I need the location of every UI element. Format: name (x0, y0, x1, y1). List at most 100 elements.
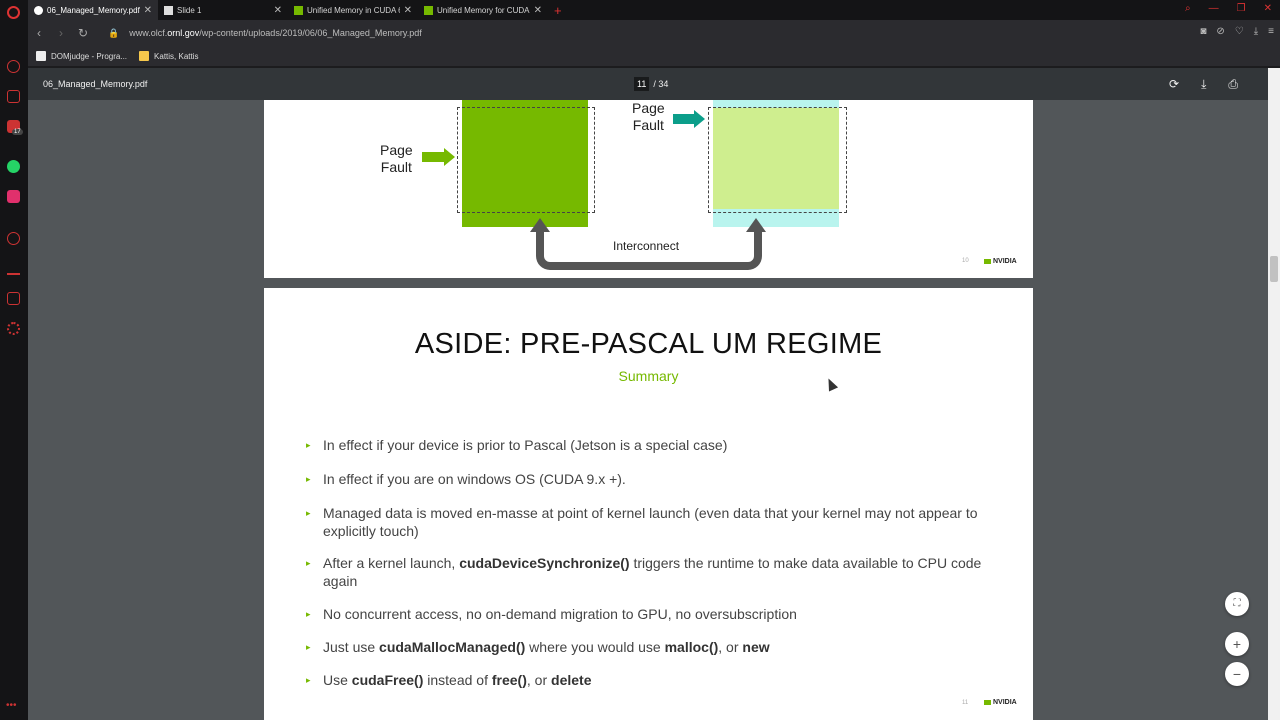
bookmarks-bar: DOMjudge - Progra... Kattis, Kattis (28, 46, 1280, 66)
tab-unified-memory-cuda6[interactable]: Unified Memory in CUDA 6 ✕ (288, 0, 418, 20)
interconnect-label: Interconnect (613, 239, 680, 253)
list-item: Use cudaFree() instead of free(), or del… (306, 671, 996, 689)
page-fault-label-left: Page Fault (380, 142, 413, 175)
pdf-toolbar: 06_Managed_Memory.pdf 11 / 34 ⟳ ⤓ ⎙ (28, 68, 1280, 100)
cpu-memory-block (713, 108, 839, 209)
array-dashed-left (457, 107, 595, 213)
close-icon[interactable]: ✕ (533, 4, 542, 16)
document-icon (164, 5, 173, 15)
tab-slide-1[interactable]: Slide 1 ✕ (158, 0, 288, 20)
extensions-icon[interactable] (7, 292, 20, 305)
tab-label: Unified Memory in CUDA 6 (307, 5, 400, 15)
bookmark-label: DOMjudge - Progra... (51, 51, 128, 61)
settings-icon[interactable] (7, 322, 20, 335)
domjudge-icon (36, 51, 46, 61)
list-item: Just use cudaMallocManaged() where you w… (306, 638, 996, 656)
arrow-up-icon (530, 218, 550, 232)
url-path: /wp-content/uploads/2019/06/06_Managed_M… (199, 28, 422, 38)
new-tab-icon[interactable]: + (554, 2, 562, 18)
page-fault-label-right: Page Fault (632, 100, 665, 133)
zoom-in-button[interactable]: + (1225, 632, 1249, 656)
messenger-badge: 17 (12, 129, 23, 135)
vertical-scrollbar[interactable] (1268, 68, 1280, 720)
download-icon[interactable]: ⤓ (1253, 26, 1259, 37)
heart-icon[interactable]: ♡ (1234, 26, 1244, 37)
slide-subtitle: Summary (618, 368, 679, 384)
more-icon[interactable]: ••• (6, 700, 17, 711)
nvidia-icon (424, 5, 433, 15)
tab-strip: 06_Managed_Memory.pdf ✕ Slide 1 ✕ Unifie… (28, 0, 1280, 20)
tab-label: Unified Memory for CUDA (437, 5, 530, 15)
page-total: / 34 (653, 79, 669, 89)
minimize-icon[interactable]: — (1208, 3, 1219, 14)
pdf-page-10: Page Fault Page Fault 10 NVIDIA Intercon… (264, 100, 1033, 278)
print-icon[interactable]: ⎙ (1228, 76, 1238, 91)
bookmark-kattis[interactable]: Kattis, Kattis (139, 51, 199, 61)
pdf-download-icon[interactable]: ⤓ (1201, 76, 1207, 91)
window-controls: ⌕ — ❐ ✕ (1185, 3, 1272, 14)
list-item: Managed data is moved en-masse at point … (306, 504, 996, 540)
pdf-page-11: ASIDE: PRE-PASCAL UM REGIME Summary In e… (264, 288, 1033, 720)
lock-icon: 🔒 (108, 27, 120, 38)
speed-dial-icon[interactable] (7, 60, 20, 73)
instagram-icon[interactable] (7, 190, 20, 203)
gpu-memory-block (462, 100, 588, 227)
history-icon[interactable] (7, 232, 20, 245)
nvidia-logo: NVIDIA (984, 699, 1017, 706)
restore-icon[interactable]: ❐ (1236, 3, 1246, 14)
arrow-up-icon (746, 218, 766, 232)
bookmark-domjudge[interactable]: DOMjudge - Progra... (36, 51, 127, 61)
shopping-bag-icon[interactable] (7, 90, 20, 103)
nvidia-logo: NVIDIA (984, 258, 1017, 265)
pdf-actions: ⟳ ⤓ ⎙ (1169, 77, 1238, 92)
address-actions: ◙ ⊘ ♡ ⤓ ≡ (1200, 26, 1274, 37)
slide-title: ASIDE: PRE-PASCAL UM REGIME (414, 328, 883, 360)
pdf-title: 06_Managed_Memory.pdf (43, 79, 148, 89)
url-field[interactable]: www.olcf.ornl.gov/wp-content/uploads/201… (129, 28, 422, 38)
fit-to-page-button[interactable]: ⛶ (1225, 592, 1249, 616)
opera-logo-icon[interactable] (7, 6, 20, 19)
pdf-viewer[interactable]: Page Fault Page Fault 10 NVIDIA Intercon… (28, 100, 1268, 720)
nvidia-icon (294, 5, 303, 15)
kattis-icon (139, 51, 150, 61)
page-number: 10 (962, 258, 969, 264)
close-window-icon[interactable]: ✕ (1263, 3, 1272, 14)
close-icon[interactable]: ✕ (143, 4, 152, 16)
rotate-icon[interactable]: ⟳ (1169, 76, 1180, 91)
camera-icon[interactable]: ◙ (1200, 26, 1207, 37)
downloads-icon[interactable] (7, 262, 20, 275)
reload-icon[interactable]: ↻ (77, 26, 89, 40)
page-number: 11 (962, 700, 969, 706)
list-item: In effect if you are on windows OS (CUDA… (306, 470, 996, 488)
whatsapp-icon[interactable] (7, 160, 20, 173)
address-bar-row: ‹ › ↻ 🔒 www.olcf.ornl.gov/wp-content/upl… (28, 20, 1280, 46)
back-icon[interactable]: ‹ (37, 26, 41, 40)
tab-label: 06_Managed_Memory.pdf (47, 5, 140, 15)
zoom-out-button[interactable]: − (1225, 662, 1249, 686)
page-number-input[interactable]: 11 (634, 77, 650, 91)
interconnect-arrow (536, 230, 762, 270)
forward-icon[interactable]: › (59, 26, 63, 40)
menu-icon[interactable]: ≡ (1268, 26, 1274, 37)
shield-icon[interactable]: ⊘ (1216, 26, 1225, 37)
arrow-head-icon (694, 110, 705, 128)
close-icon[interactable]: ✕ (273, 4, 282, 16)
list-item: After a kernel launch, cudaDeviceSynchro… (306, 554, 996, 590)
list-item: In effect if your device is prior to Pas… (306, 436, 996, 454)
scrollbar-thumb[interactable] (1270, 256, 1278, 282)
tab-managed-memory[interactable]: 06_Managed_Memory.pdf ✕ (28, 0, 158, 20)
url-prefix: www.olcf. (129, 28, 168, 38)
list-item: No concurrent access, no on-demand migra… (306, 605, 996, 623)
browser-sidebar: 17 ••• (0, 0, 28, 720)
arrow-right-icon (673, 114, 695, 124)
arrow-right-icon (422, 152, 444, 162)
search-icon[interactable]: ⌕ (1185, 3, 1191, 14)
wordpress-icon (34, 5, 43, 15)
url-domain: ornl.gov (167, 28, 200, 38)
array-dashed-right (708, 107, 847, 213)
tab-unified-memory-for-cuda[interactable]: Unified Memory for CUDA ✕ (418, 0, 548, 20)
close-icon[interactable]: ✕ (403, 4, 412, 16)
tab-label: Slide 1 (177, 5, 202, 15)
bookmark-label: Kattis, Kattis (154, 51, 199, 61)
page-indicator: 11 / 34 (634, 77, 668, 91)
